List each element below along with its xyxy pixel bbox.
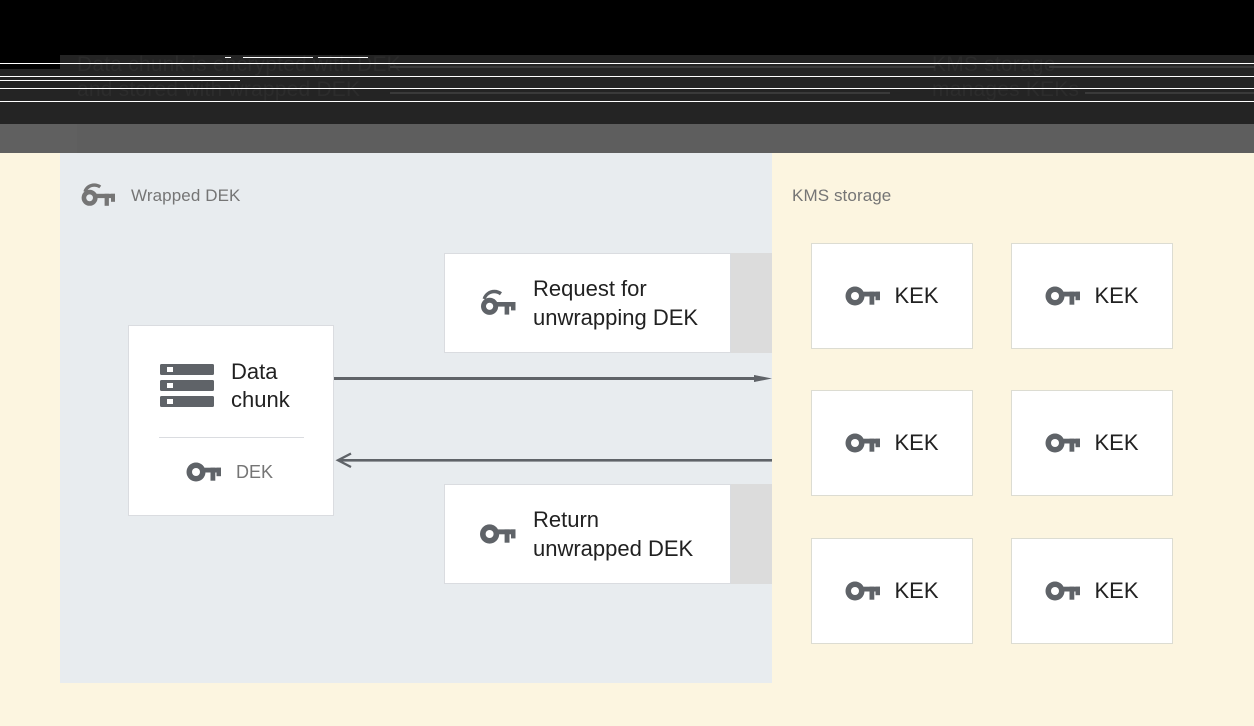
wrapped-key-icon — [479, 288, 516, 318]
kek-label: KEK — [894, 283, 939, 308]
scan-line — [0, 63, 1254, 64]
kek-label: KEK — [1094, 430, 1139, 455]
scan-line — [0, 88, 1254, 89]
key-icon — [186, 461, 221, 483]
data-chunk-card[interactable]: Data chunk DEK — [128, 325, 334, 516]
kek-label: KEK — [894, 430, 939, 455]
scan-line — [1049, 66, 1254, 68]
kek-card[interactable]: KEK — [1011, 390, 1173, 496]
key-icon — [479, 522, 516, 546]
dek-label: DEK — [236, 461, 274, 482]
key-icon — [845, 580, 881, 602]
kek-label: KEK — [1094, 283, 1139, 308]
key-icon — [1045, 432, 1081, 454]
data-chunk-label: Data chunk — [231, 359, 290, 412]
scan-line — [0, 101, 1254, 102]
scan-line — [390, 92, 890, 94]
scan-line — [0, 80, 240, 81]
return-box-tail — [730, 484, 772, 584]
header-title-right: KMS storage manages KEKs — [932, 52, 1079, 102]
scan-line — [390, 66, 935, 68]
arrow-from-kms — [335, 452, 772, 468]
kek-card[interactable]: KEK — [1011, 243, 1173, 349]
return-unwrapped-label: Return unwrapped DEK — [533, 507, 694, 561]
kek-label: KEK — [1094, 578, 1139, 603]
kek-card[interactable]: KEK — [811, 538, 973, 644]
storage-chunk-icon — [160, 363, 214, 409]
header-band-black — [0, 0, 1254, 55]
scan-line — [318, 57, 368, 58]
key-icon — [845, 285, 881, 307]
request-box-tail — [730, 253, 772, 353]
kek-card[interactable]: KEK — [811, 390, 973, 496]
request-unwrap-box[interactable]: Request for unwrapping DEK — [444, 253, 731, 353]
wrapped-key-icon — [79, 182, 116, 208]
header-title-left-line2: and stored with wrapped DEK — [77, 78, 361, 101]
scan-line — [225, 57, 231, 58]
key-icon — [845, 432, 881, 454]
header-title-left-line1: Data chunk is encrypted with DEK — [77, 53, 401, 76]
data-chunk-header: Data chunk — [160, 358, 290, 414]
request-unwrap-inner: Request for unwrapping DEK — [445, 274, 698, 332]
return-unwrapped-box[interactable]: Return unwrapped DEK — [444, 484, 731, 584]
key-icon — [1045, 285, 1081, 307]
scan-line — [0, 76, 1254, 77]
request-unwrap-label: Request for unwrapping DEK — [533, 276, 699, 330]
key-icon — [1045, 580, 1081, 602]
return-unwrapped-inner: Return unwrapped DEK — [445, 505, 693, 563]
header-band-grey-notch — [0, 124, 77, 153]
kek-card[interactable]: KEK — [811, 243, 973, 349]
kek-card[interactable]: KEK — [1011, 538, 1173, 644]
wrapped-dek-title: Wrapped DEK — [131, 186, 241, 205]
header-title-right-line2: manages KEKs — [932, 78, 1080, 101]
kek-label: KEK — [894, 578, 939, 603]
header-title-left: Data chunk is encrypted with DEK and sto… — [77, 52, 401, 102]
data-chunk-dek-row: DEK — [186, 461, 273, 483]
scan-line — [243, 57, 313, 58]
data-chunk-divider — [159, 437, 304, 438]
header-band-grey — [0, 124, 1254, 153]
header-band-notch — [0, 55, 60, 69]
scan-line — [1085, 92, 1254, 94]
arrow-to-kms — [334, 375, 772, 382]
kms-storage-title: KMS storage — [792, 186, 892, 205]
header-title-right-line1: KMS storage — [932, 53, 1056, 76]
